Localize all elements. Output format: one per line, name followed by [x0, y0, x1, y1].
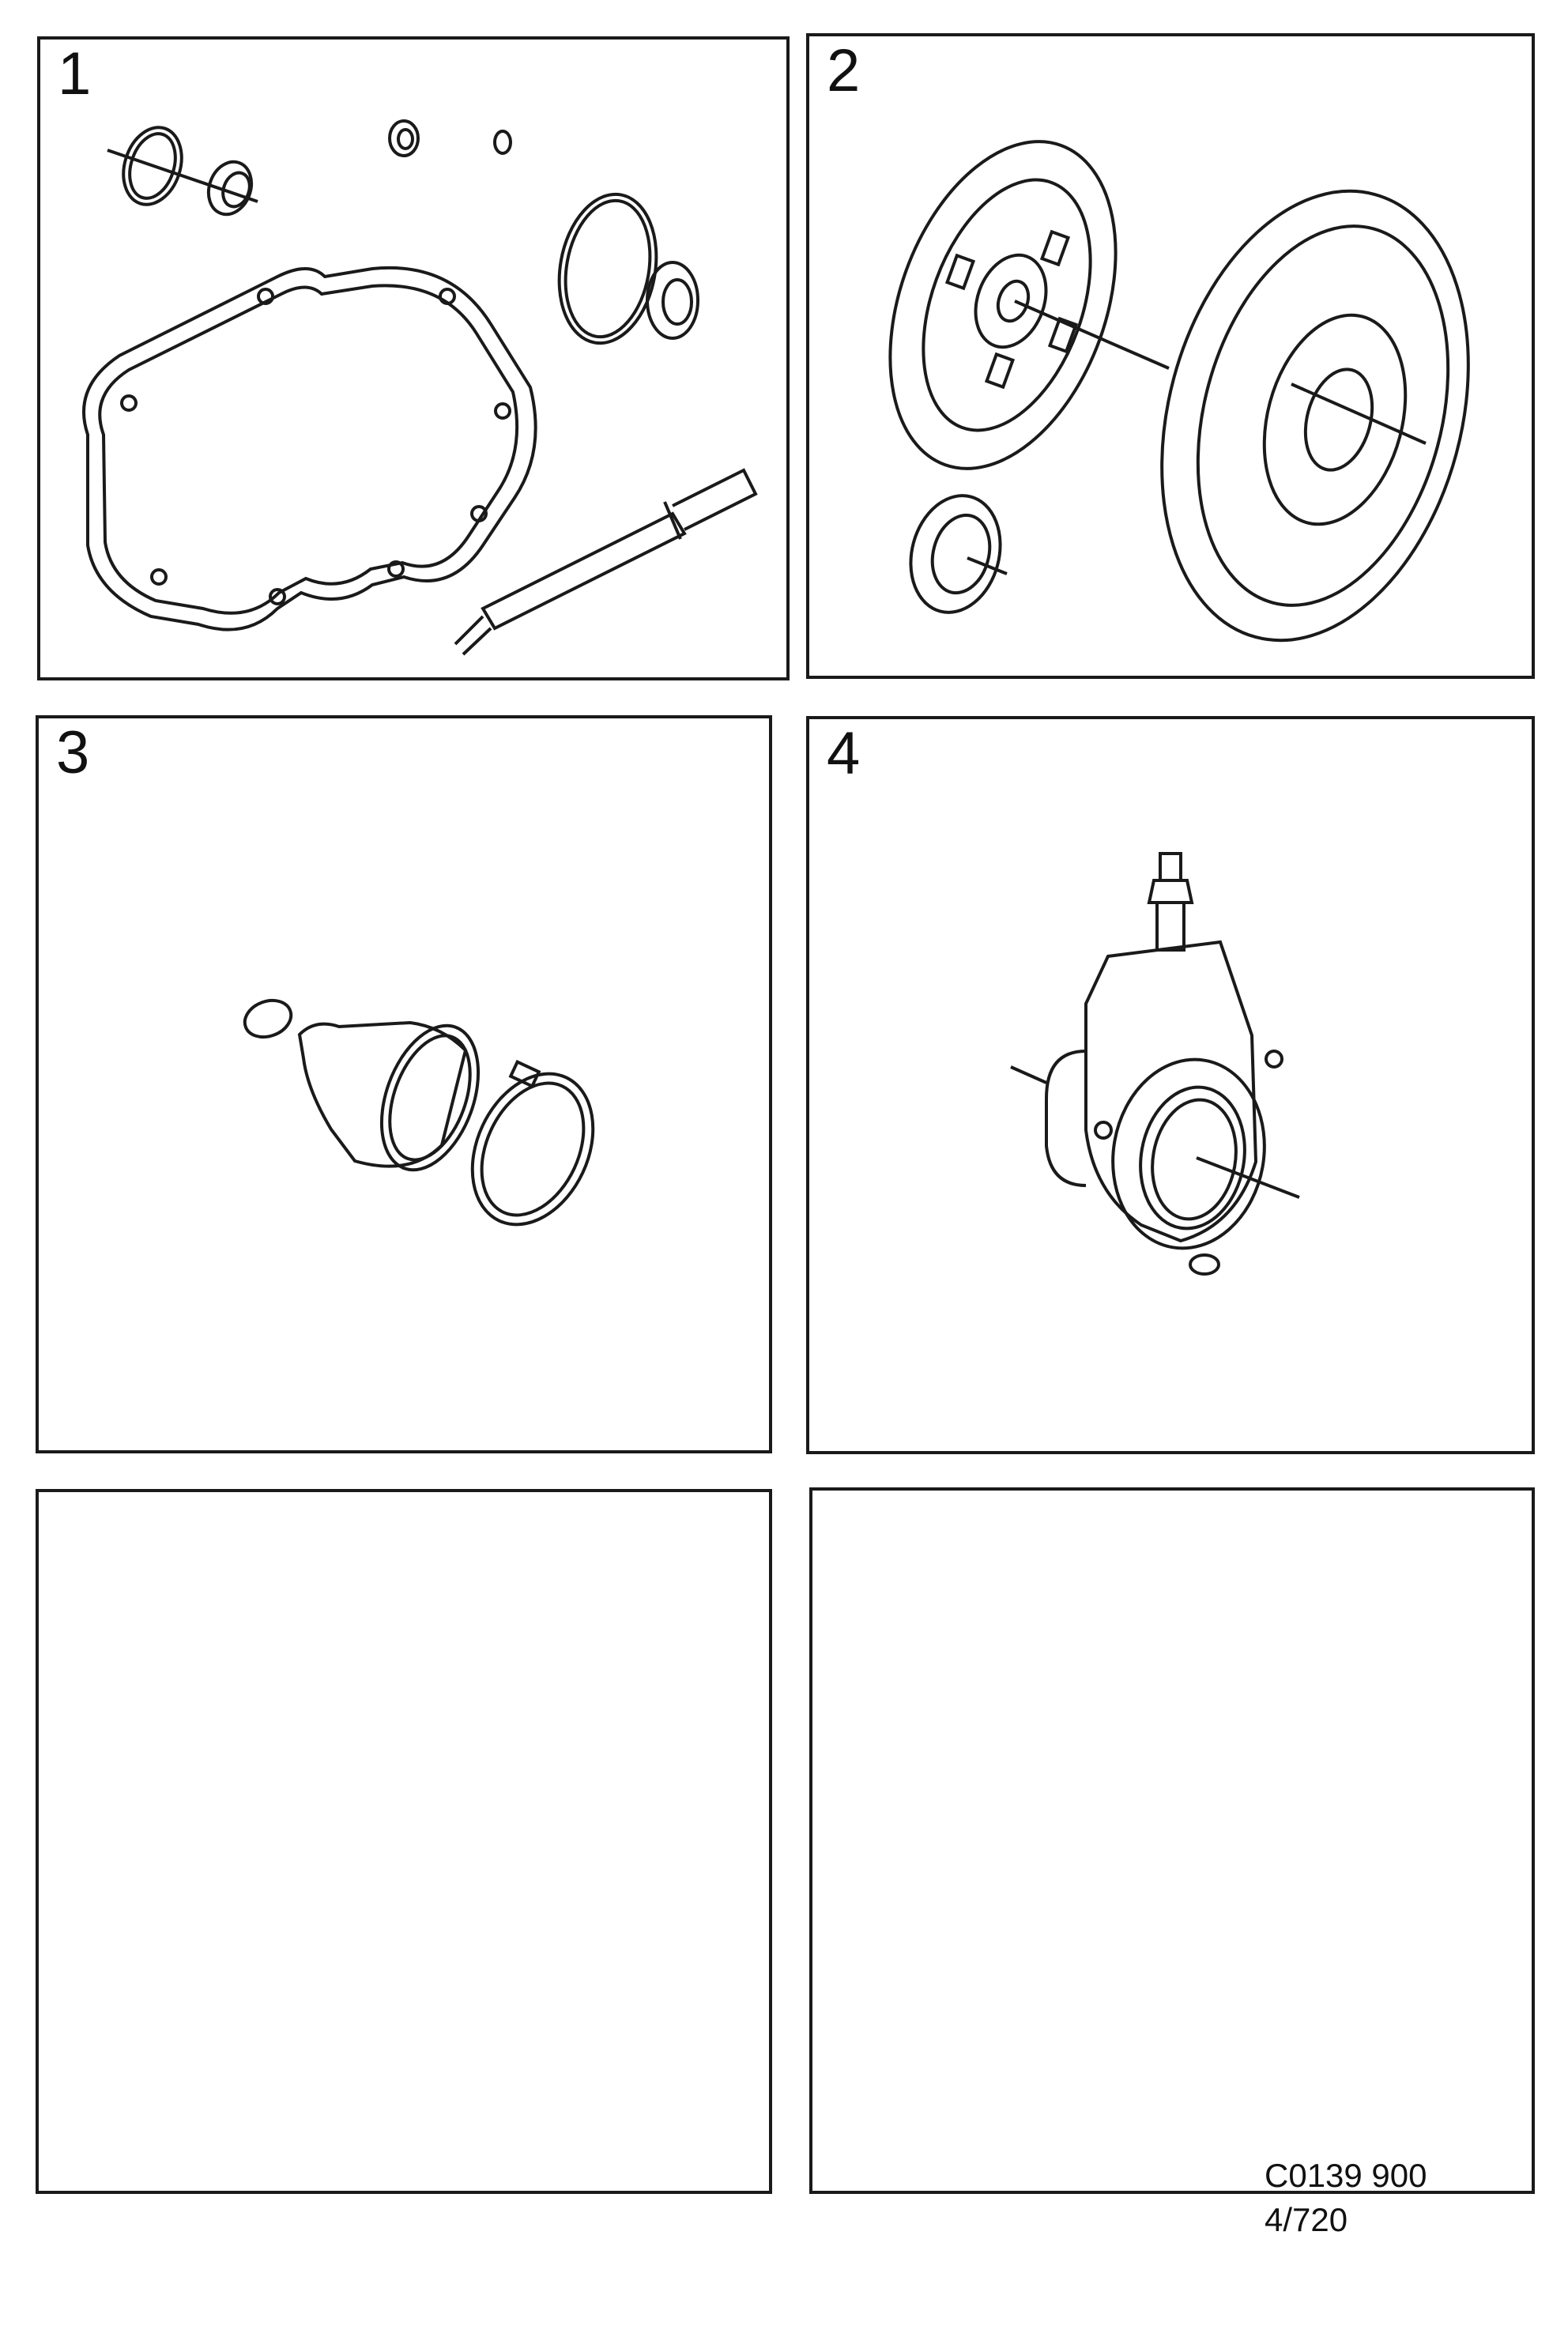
clutch-kit-icon: [888, 140, 1470, 643]
panel-number: 1: [58, 40, 92, 107]
panel-4: 4: [806, 716, 1535, 1454]
panel-number: 4: [827, 720, 861, 787]
drive-shaft-boot-kit-icon: [243, 998, 595, 1227]
panel-1: 1: [37, 36, 790, 680]
gearbox-seal-kit-icon: [82, 119, 758, 656]
panel-number: 2: [827, 37, 861, 104]
panel-number: 3: [56, 719, 90, 786]
panel-6-empty: [809, 1487, 1535, 2194]
slave-cylinder-bearing-icon: [1010, 852, 1300, 1276]
panel-5-empty: [36, 1489, 772, 2194]
page-reference: 4/720: [1265, 2201, 1348, 2238]
panel-2: 2: [806, 33, 1535, 679]
panel-3: 3: [36, 715, 772, 1453]
footer: C0139 900 4/720: [1265, 2154, 1427, 2242]
illustration-code: C0139 900: [1265, 2157, 1427, 2194]
